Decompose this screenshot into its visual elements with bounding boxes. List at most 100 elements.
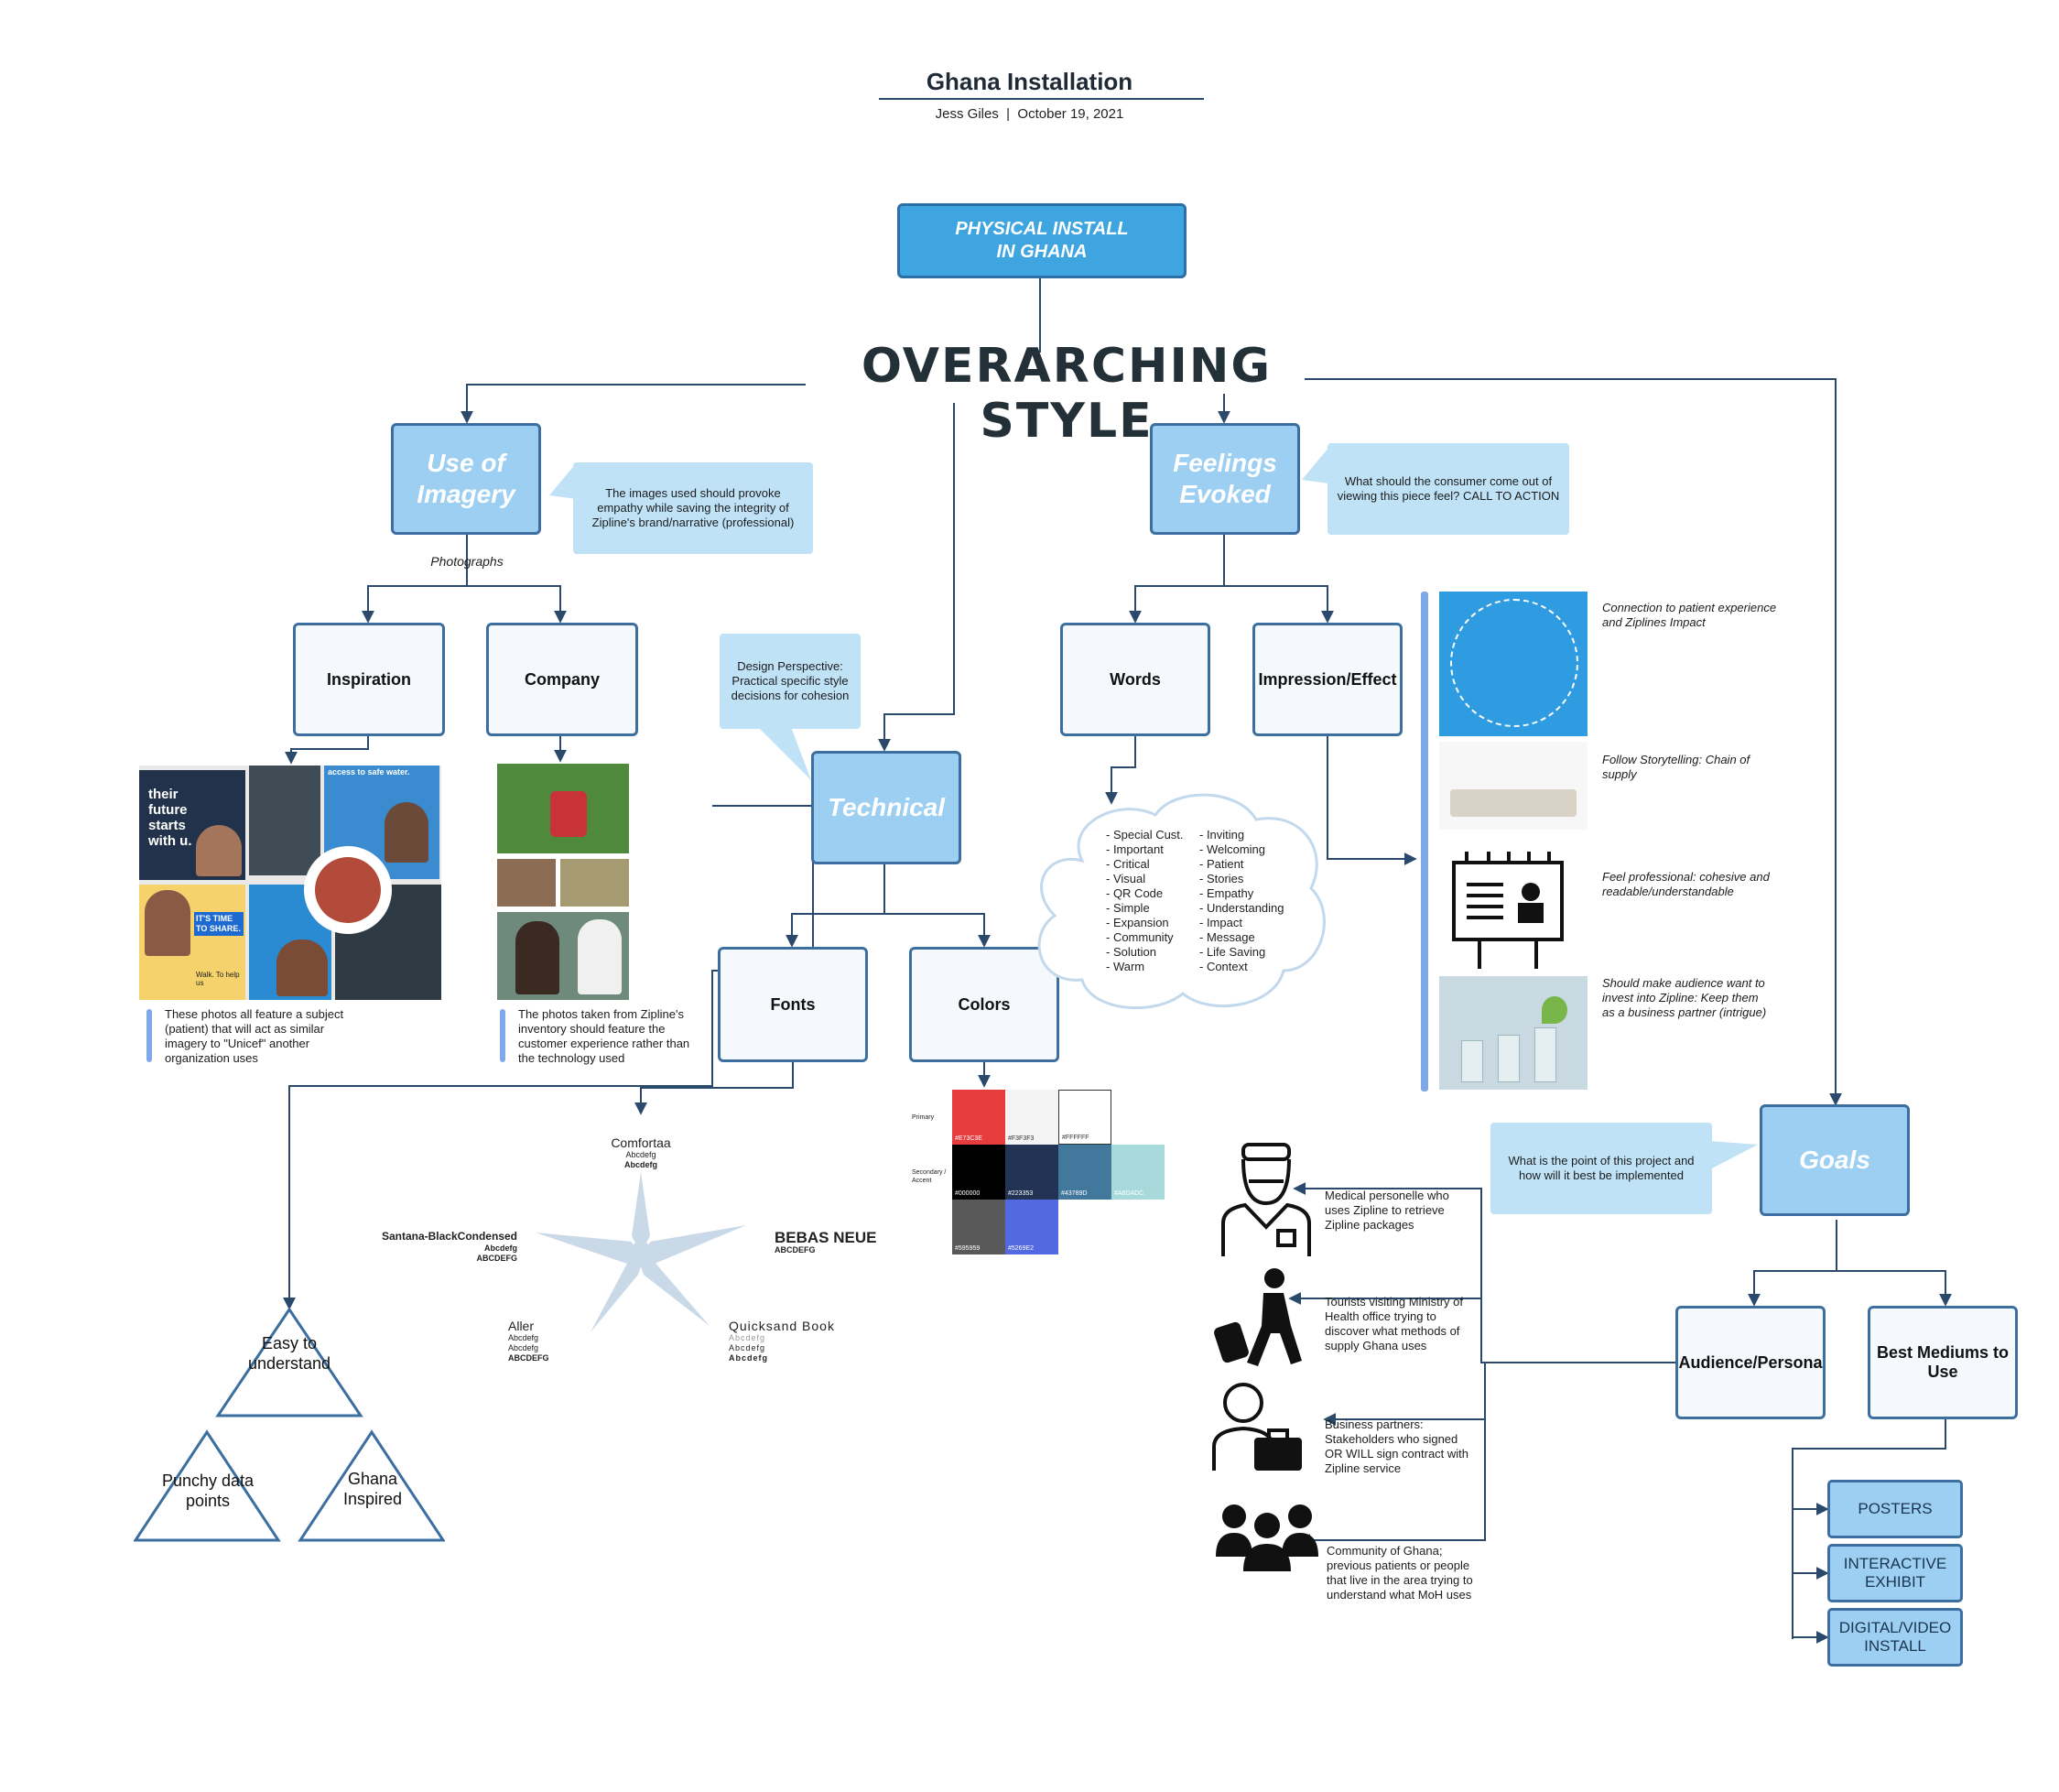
feelings-callout: What should the consumer come out of vie…: [1328, 443, 1569, 535]
font-aller-sample2: Abcdefg: [508, 1343, 539, 1352]
imagery-label-line1: Use of: [427, 449, 505, 477]
jar-shape: [1498, 1035, 1520, 1082]
node-colors[interactable]: Colors: [909, 947, 1059, 1062]
technical-callout: Design Perspective: Practical specific s…: [720, 634, 861, 729]
collage-photo-infographic: [249, 766, 320, 875]
diagram-title: Ghana Installation: [926, 68, 1133, 95]
technical-callout-pointer: [758, 727, 811, 780]
company-photo-delivery: [497, 764, 629, 853]
swatch-steel-blue: #43789D: [1058, 1145, 1111, 1200]
effect-note-4: Should make audience want to invest into…: [1602, 976, 1767, 1019]
word-item: - Life Saving: [1199, 945, 1266, 959]
collage-text-future: their future starts with u.: [148, 787, 192, 849]
effect-network-image: [1439, 592, 1588, 736]
community-group-icon: [1216, 1504, 1318, 1571]
triangle-ghana-label: Ghana Inspired: [342, 1470, 403, 1508]
words-cloud-shape: [1037, 793, 1326, 1010]
node-fonts[interactable]: Fonts: [718, 947, 868, 1062]
company-note-bar: [500, 1009, 505, 1062]
font-aller: Aller Abcdefg Abcdefg ABCDEFG: [508, 1319, 563, 1363]
root-label-line1: PHYSICAL INSTALL: [955, 219, 1129, 239]
node-technical[interactable]: Technical: [811, 751, 961, 864]
node-audience-persona[interactable]: Audience/Persona: [1675, 1306, 1826, 1419]
effect-book-image: [1439, 742, 1588, 830]
boy-image: [385, 802, 428, 863]
collage-text-water: access to safe water.: [328, 767, 410, 777]
collage-text-share: IT'S TIME TO SHARE.: [194, 912, 244, 936]
word-item: - Special Cust.: [1106, 828, 1184, 842]
company-photo-village: [497, 859, 556, 907]
network-circle: [1450, 599, 1578, 727]
word-item: - Critical: [1106, 857, 1150, 871]
jar-shape: [1461, 1040, 1483, 1082]
swatch-primary-red: #E73C3E: [952, 1090, 1005, 1145]
feelings-label-line1: Feelings: [1173, 449, 1277, 477]
font-santana-sample1: Abcdefg: [484, 1244, 517, 1253]
collage-photo-future: their future starts with u.: [139, 770, 245, 880]
persona-note-community: Community of Ghana; previous patients or…: [1327, 1544, 1473, 1602]
medium-digital-video-install[interactable]: DIGITAL/VIDEO INSTALL: [1827, 1608, 1963, 1667]
persona-note-business: Business partners: Stakeholders who sign…: [1325, 1417, 1469, 1475]
node-impression-effect[interactable]: Impression/Effect: [1252, 623, 1403, 736]
medium-posters[interactable]: POSTERS: [1827, 1480, 1963, 1538]
word-item: - Empathy: [1199, 886, 1254, 900]
diagram-date: October 19, 2021: [1017, 106, 1124, 122]
font-quicksand: Quicksand Book Abcdefg Abcdefg Abcdefg: [729, 1319, 857, 1363]
swatch-periwinkle: #5269E2: [1005, 1200, 1058, 1254]
palette-secondary-label: Secondary / Accent: [912, 1169, 947, 1184]
font-quicksand-sample1: Abcdefg: [729, 1333, 766, 1342]
overarching-style-heading: OVERARCHING STYLE: [861, 339, 1273, 449]
photographs-label: Photographs: [430, 554, 504, 569]
word-item: - Understanding: [1199, 901, 1284, 915]
words-column-1: - Special Cust. - Important - Critical -…: [1106, 828, 1184, 974]
word-item: - Solution: [1106, 945, 1156, 959]
business-partner-icon: [1212, 1383, 1302, 1471]
feelings-label-line2: Evoked: [1179, 480, 1271, 508]
word-item: - Stories: [1199, 872, 1244, 885]
node-use-of-imagery[interactable]: Use of Imagery: [391, 423, 541, 535]
open-book-shape: [1450, 789, 1577, 817]
node-inspiration[interactable]: Inspiration: [293, 623, 445, 736]
palette-primary-label: Primary: [912, 1114, 935, 1121]
nurse-image: [515, 921, 559, 994]
node-words[interactable]: Words: [1060, 623, 1210, 736]
separator: |: [1002, 106, 1018, 122]
root-label-line2: IN GHANA: [996, 242, 1088, 262]
root-node-physical-install[interactable]: PHYSICAL INSTALL IN GHANA: [897, 203, 1187, 278]
medium-interactive-exhibit[interactable]: INTERACTIVE EXHIBIT: [1827, 1544, 1963, 1602]
font-bebas: BEBAS NEUE ABCDEFG: [775, 1230, 884, 1255]
node-company[interactable]: Company: [486, 623, 638, 736]
traveler-icon: [1214, 1268, 1302, 1366]
imagery-callout: The images used should provoke empathy w…: [573, 462, 813, 554]
word-item: - Expansion: [1106, 916, 1169, 929]
word-item: - Impact: [1199, 916, 1242, 929]
sprout-shape: [1542, 996, 1567, 1024]
goals-callout: What is the point of this project and ho…: [1490, 1123, 1712, 1214]
collage-circle-photo: [304, 846, 392, 934]
nurse-uniform-image: [578, 919, 622, 994]
medical-worker-icon: [1221, 1143, 1311, 1256]
kids-image: [276, 939, 328, 996]
font-aller-name: Aller: [508, 1319, 535, 1333]
node-goals[interactable]: Goals: [1760, 1104, 1910, 1216]
word-item: - Welcoming: [1199, 842, 1266, 856]
jar-shape: [1534, 1027, 1556, 1082]
triangle-group: [134, 1307, 445, 1542]
imagery-label-line2: Imagery: [417, 480, 515, 508]
inspiration-note: These photos all feature a subject (pati…: [165, 1007, 344, 1065]
node-feelings-evoked[interactable]: Feelings Evoked: [1150, 423, 1300, 535]
word-item: - QR Code: [1106, 886, 1164, 900]
effect-note-2: Follow Storytelling: Chain of supply: [1602, 753, 1750, 781]
font-santana-sample2: ABCDEFG: [476, 1254, 518, 1263]
font-starfish-graphic: [536, 1172, 746, 1332]
child-face-image: [196, 825, 242, 876]
effect-investment-image: [1439, 976, 1588, 1090]
triangle-ghana: [298, 1429, 445, 1542]
effect-note-1: Connection to patient experience and Zip…: [1602, 601, 1777, 629]
node-best-mediums[interactable]: Best Mediums to Use: [1868, 1306, 2018, 1419]
font-quicksand-name: Quicksand Book: [729, 1319, 835, 1333]
word-item: - Message: [1199, 930, 1255, 944]
triangle-easy-label: Easy to understand: [247, 1334, 331, 1373]
word-item: - Warm: [1106, 960, 1145, 973]
effects-bar: [1421, 592, 1428, 1091]
